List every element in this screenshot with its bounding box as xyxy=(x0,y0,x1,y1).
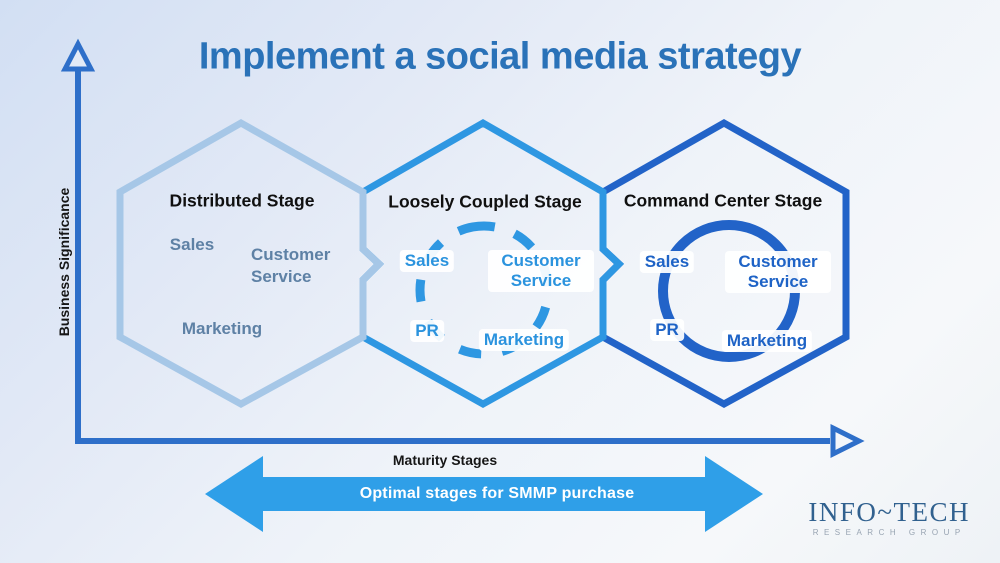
stage-loosely-coupled-sales-label: Sales xyxy=(399,250,455,272)
stage-loosely-coupled-pr-label: PR xyxy=(410,320,444,342)
stage-loosely-coupled-title: Loosely Coupled Stage xyxy=(388,191,582,212)
distributed-stage-hexagon xyxy=(116,118,385,408)
optimal-stages-double-arrow xyxy=(205,456,763,532)
x-axis-arrowhead-icon xyxy=(830,423,865,459)
stage-distributed-marketing-label: Marketing xyxy=(181,319,263,338)
stage-distributed-sales-label: Sales xyxy=(169,235,215,254)
infotech-logo-name: INFO~TECH xyxy=(808,497,970,527)
stage-distributed-title: Distributed Stage xyxy=(169,190,315,211)
y-axis-label: Business Significance xyxy=(56,187,72,337)
stage-command-center-sales-label: Sales xyxy=(639,251,695,273)
x-axis-label: Maturity Stages xyxy=(392,452,498,468)
stage-command-center-pr-label: PR xyxy=(650,319,684,341)
stage-distributed-customer-service-label: Customer Service xyxy=(251,245,331,286)
stage-command-center-title: Command Center Stage xyxy=(623,190,823,211)
optimal-stages-arrow-label: Optimal stages for SMMP purchase xyxy=(359,485,635,502)
stage-command-center-customer-service-label: Customer Service xyxy=(725,251,831,293)
stage-loosely-coupled-customer-service-label: Customer Service xyxy=(488,250,594,292)
infotech-logo: INFO~TECH RESEARCH GROUP xyxy=(808,497,970,538)
page-title: Implement a social media strategy xyxy=(198,35,802,78)
y-axis-arrowhead-icon xyxy=(60,38,96,72)
stage-command-center-marketing-label: Marketing xyxy=(721,330,813,352)
infotech-logo-subtitle: RESEARCH GROUP xyxy=(812,528,966,537)
stage-loosely-coupled-marketing-label: Marketing xyxy=(478,329,570,351)
